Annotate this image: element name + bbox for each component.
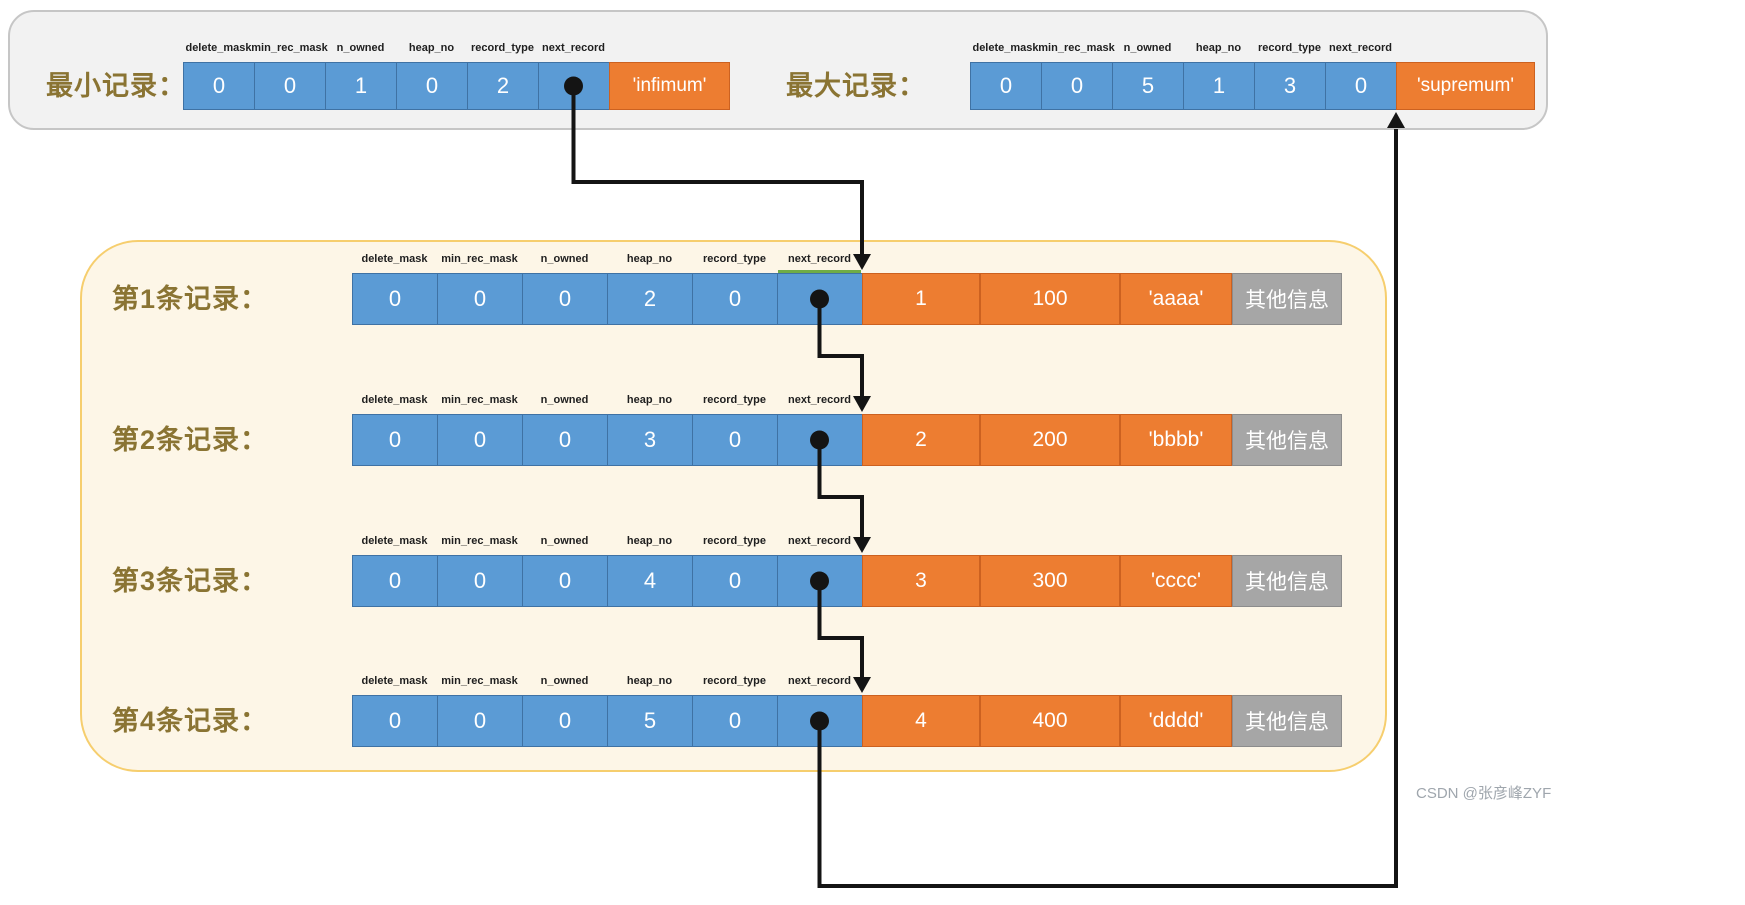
field-header-record_type: record_type bbox=[703, 535, 766, 547]
record-label-record-1: 第1条记录： bbox=[112, 284, 269, 314]
field-cell-min_rec_mask: 0 bbox=[254, 62, 326, 110]
record-label-max: 最大记录： bbox=[786, 71, 926, 101]
field-header-next_record: next_record bbox=[542, 42, 605, 54]
field-header-n_owned: n_owned bbox=[540, 394, 589, 406]
data-cell-record-3-2: 'cccc' bbox=[1120, 555, 1232, 607]
field-cell-min_rec_mask: 0 bbox=[437, 414, 523, 466]
field-header-heap_no: heap_no bbox=[408, 42, 455, 54]
field-header-record_type: record_type bbox=[1258, 42, 1321, 54]
field-header-heap_no: heap_no bbox=[626, 535, 673, 547]
field-header-n_owned: n_owned bbox=[1123, 42, 1172, 54]
field-cell-min_rec_mask: 0 bbox=[437, 273, 523, 325]
field-cell-record_type: 0 bbox=[692, 273, 778, 325]
field-cell-next_record bbox=[777, 273, 863, 325]
data-cell-record-2-1: 200 bbox=[980, 414, 1120, 466]
field-header-n_owned: n_owned bbox=[540, 675, 589, 687]
field-cell-delete_mask: 0 bbox=[352, 414, 438, 466]
field-header-n_owned: n_owned bbox=[540, 253, 589, 265]
field-header-next_record: next_record bbox=[788, 675, 851, 687]
field-cell-min_rec_mask: 0 bbox=[437, 555, 523, 607]
field-cell-record_type: 3 bbox=[1254, 62, 1326, 110]
other-info-cell-record-3: 其他信息 bbox=[1232, 555, 1342, 607]
field-cell-delete_mask: 0 bbox=[352, 273, 438, 325]
data-cell-record-4-1: 400 bbox=[980, 695, 1120, 747]
field-cell-record_type: 0 bbox=[692, 414, 778, 466]
field-cell-record_type: 2 bbox=[467, 62, 539, 110]
record-name-cell-min: 'infimum' bbox=[609, 62, 730, 110]
field-cell-next_record bbox=[777, 414, 863, 466]
data-cell-record-4-0: 4 bbox=[862, 695, 980, 747]
field-cell-delete_mask: 0 bbox=[183, 62, 255, 110]
field-cell-heap_no: 2 bbox=[607, 273, 693, 325]
field-header-n_owned: n_owned bbox=[540, 535, 589, 547]
field-header-record_type: record_type bbox=[703, 253, 766, 265]
data-cell-record-4-2: 'dddd' bbox=[1120, 695, 1232, 747]
field-header-n_owned: n_owned bbox=[336, 42, 385, 54]
data-cell-record-3-0: 3 bbox=[862, 555, 980, 607]
field-cell-n_owned: 0 bbox=[522, 414, 608, 466]
data-cell-record-2-0: 2 bbox=[862, 414, 980, 466]
field-header-next_record: next_record bbox=[1329, 42, 1392, 54]
field-header-next_record: next_record bbox=[788, 394, 851, 406]
field-cell-record_type: 0 bbox=[692, 555, 778, 607]
data-cell-record-2-2: 'bbbb' bbox=[1120, 414, 1232, 466]
record-label-min: 最小记录： bbox=[46, 71, 186, 101]
field-header-min_rec_mask: min_rec_mask bbox=[1038, 42, 1115, 54]
field-header-record_type: record_type bbox=[703, 675, 766, 687]
field-header-delete_mask: delete_mask bbox=[361, 394, 428, 406]
watermark: CSDN @张彦峰ZYF bbox=[1416, 785, 1552, 802]
field-cell-heap_no: 1 bbox=[1183, 62, 1255, 110]
field-cell-heap_no: 3 bbox=[607, 414, 693, 466]
other-info-cell-record-2: 其他信息 bbox=[1232, 414, 1342, 466]
field-cell-next_record: 0 bbox=[1325, 62, 1397, 110]
field-header-heap_no: heap_no bbox=[1195, 42, 1242, 54]
field-header-record_type: record_type bbox=[471, 42, 534, 54]
field-cell-min_rec_mask: 0 bbox=[1041, 62, 1113, 110]
field-header-delete_mask: delete_mask bbox=[361, 535, 428, 547]
field-cell-next_record bbox=[538, 62, 610, 110]
record-label-record-3: 第3条记录： bbox=[112, 566, 269, 596]
field-header-heap_no: heap_no bbox=[626, 675, 673, 687]
other-info-cell-record-4: 其他信息 bbox=[1232, 695, 1342, 747]
field-cell-n_owned: 0 bbox=[522, 273, 608, 325]
data-cell-record-3-1: 300 bbox=[980, 555, 1120, 607]
field-cell-heap_no: 4 bbox=[607, 555, 693, 607]
field-cell-min_rec_mask: 0 bbox=[437, 695, 523, 747]
field-header-delete_mask: delete_mask bbox=[972, 42, 1039, 54]
data-cell-record-1-0: 1 bbox=[862, 273, 980, 325]
field-header-min_rec_mask: min_rec_mask bbox=[441, 394, 518, 406]
field-cell-next_record bbox=[777, 555, 863, 607]
field-header-min_rec_mask: min_rec_mask bbox=[251, 42, 328, 54]
field-header-min_rec_mask: min_rec_mask bbox=[441, 675, 518, 687]
field-header-heap_no: heap_no bbox=[626, 253, 673, 265]
field-header-delete_mask: delete_mask bbox=[185, 42, 252, 54]
field-cell-record_type: 0 bbox=[692, 695, 778, 747]
field-header-record_type: record_type bbox=[703, 394, 766, 406]
field-cell-delete_mask: 0 bbox=[970, 62, 1042, 110]
field-cell-n_owned: 0 bbox=[522, 555, 608, 607]
other-info-cell-record-1: 其他信息 bbox=[1232, 273, 1342, 325]
field-header-min_rec_mask: min_rec_mask bbox=[441, 253, 518, 265]
data-cell-record-1-1: 100 bbox=[980, 273, 1120, 325]
field-cell-delete_mask: 0 bbox=[352, 695, 438, 747]
data-cell-record-1-2: 'aaaa' bbox=[1120, 273, 1232, 325]
field-header-delete_mask: delete_mask bbox=[361, 253, 428, 265]
field-cell-heap_no: 5 bbox=[607, 695, 693, 747]
record-label-record-2: 第2条记录： bbox=[112, 425, 269, 455]
field-header-next_record: next_record bbox=[788, 535, 851, 547]
field-cell-n_owned: 5 bbox=[1112, 62, 1184, 110]
field-header-min_rec_mask: min_rec_mask bbox=[441, 535, 518, 547]
field-header-next_record: next_record bbox=[788, 253, 851, 265]
field-cell-n_owned: 1 bbox=[325, 62, 397, 110]
field-header-delete_mask: delete_mask bbox=[361, 675, 428, 687]
record-label-record-4: 第4条记录： bbox=[112, 706, 269, 736]
record-name-cell-max: 'supremum' bbox=[1396, 62, 1535, 110]
field-cell-heap_no: 0 bbox=[396, 62, 468, 110]
field-cell-n_owned: 0 bbox=[522, 695, 608, 747]
field-cell-next_record bbox=[777, 695, 863, 747]
field-header-heap_no: heap_no bbox=[626, 394, 673, 406]
field-cell-delete_mask: 0 bbox=[352, 555, 438, 607]
